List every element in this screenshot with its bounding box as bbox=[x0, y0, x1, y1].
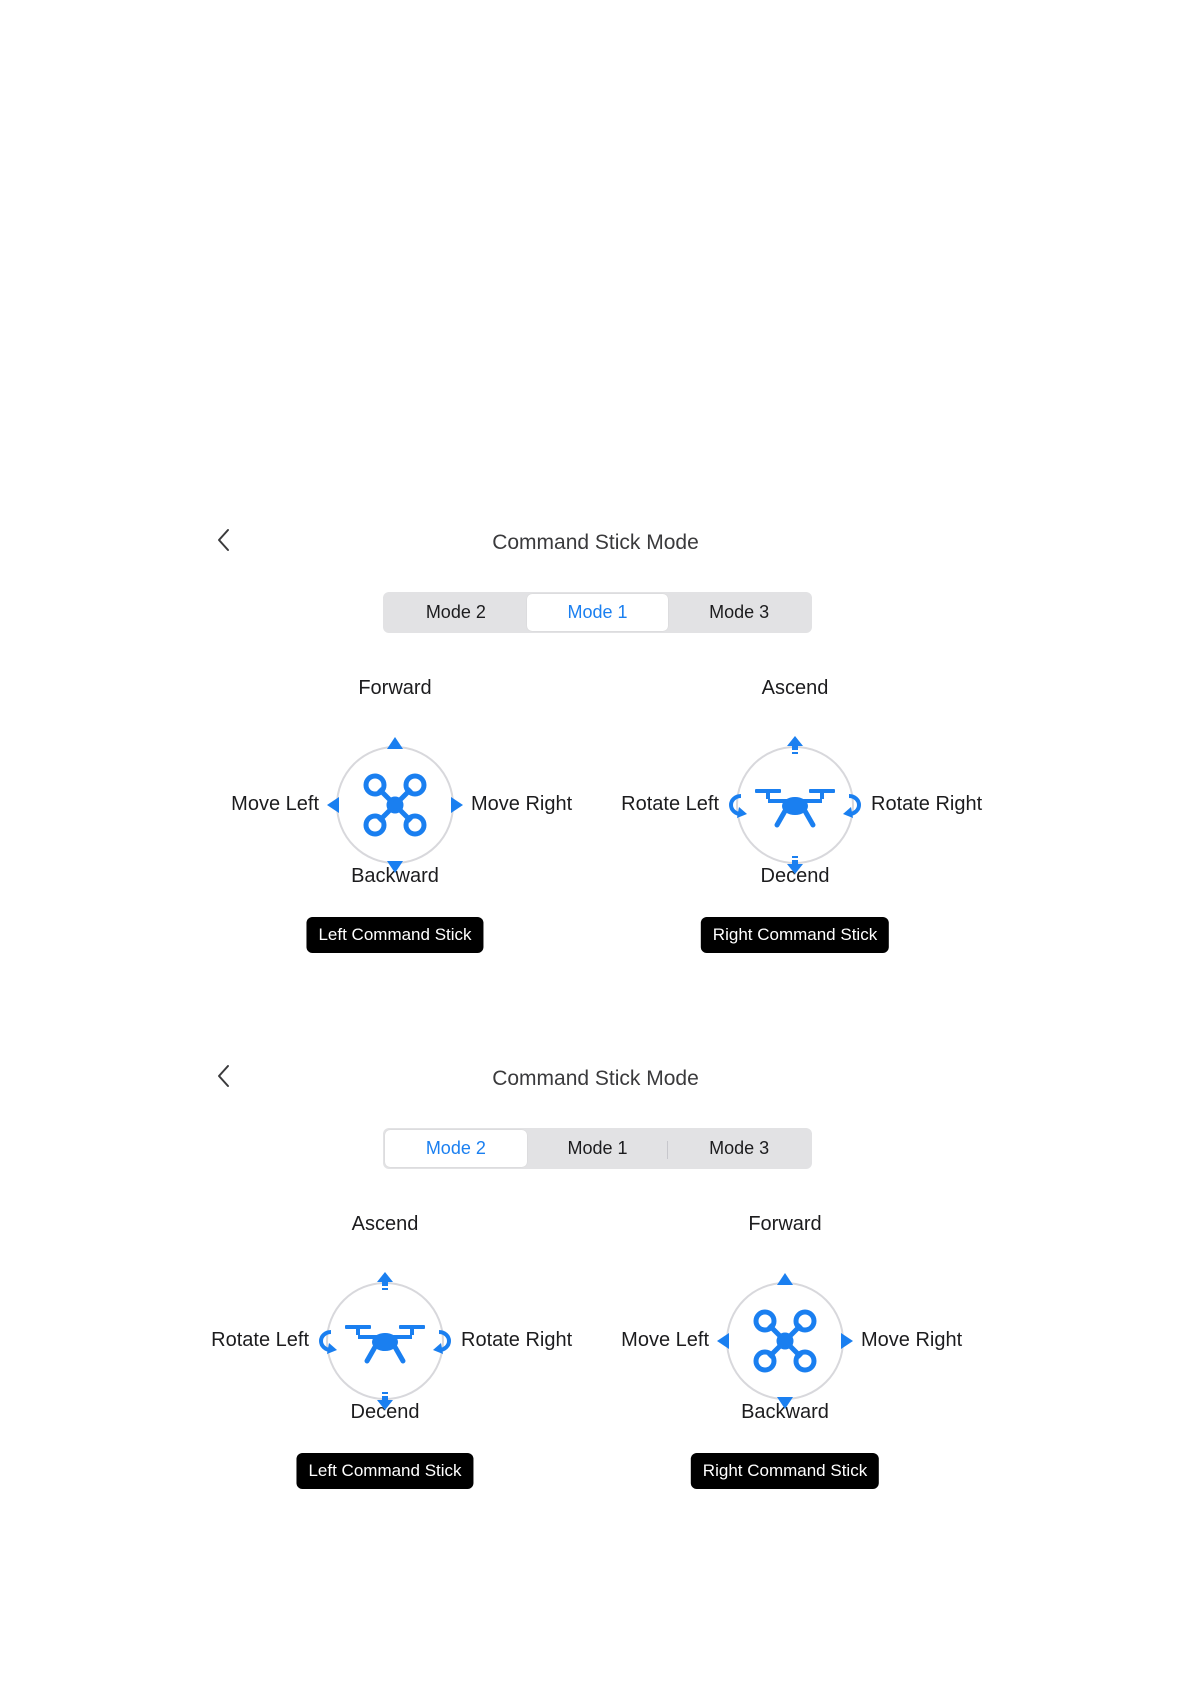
arrow-up-icon bbox=[777, 1273, 793, 1285]
arrow-down-icon bbox=[387, 861, 403, 873]
arrow-down-icon bbox=[777, 1397, 793, 1409]
stick-label-top: Ascend bbox=[351, 1213, 419, 1235]
segment-label: Mode 1 bbox=[567, 1138, 628, 1158]
ascend-arrow-icon bbox=[377, 1272, 393, 1290]
drone-top-view-icon bbox=[753, 1309, 817, 1373]
segment-label: Mode 3 bbox=[709, 1138, 770, 1158]
arrow-left-icon bbox=[327, 797, 339, 813]
stick-dial bbox=[717, 1273, 853, 1409]
arrow-right-icon bbox=[841, 1333, 853, 1349]
rotate-left-icon bbox=[729, 794, 747, 818]
stick-dial bbox=[319, 1272, 451, 1410]
stick-dial bbox=[327, 737, 463, 873]
arrow-right-icon bbox=[451, 797, 463, 813]
command-stick-mode-screen-1: Command Stick Mode Mode 2 Mode 1 Mode 3 … bbox=[0, 515, 1191, 995]
segment-label: Mode 2 bbox=[425, 602, 486, 622]
stick-label-top: Ascend bbox=[761, 677, 829, 699]
mode-segmented-control: Mode 2 Mode 1 Mode 3 bbox=[383, 1128, 812, 1169]
stick-label-bottom: Backward bbox=[741, 1401, 829, 1423]
left-command-stick-label: Left Command Stick bbox=[306, 917, 484, 953]
command-stick-mode-screen-2: Command Stick Mode Mode 2 Mode 1 Mode 3 … bbox=[0, 1051, 1191, 1531]
segment-mode-1[interactable]: Mode 1 bbox=[526, 594, 669, 631]
ascend-arrow-icon bbox=[787, 736, 803, 754]
right-stick-diagram: Forward Move Left Move Right Backward bbox=[605, 1211, 965, 1489]
stick-dial bbox=[729, 736, 861, 874]
drone-side-view-icon bbox=[755, 789, 835, 828]
segment-mode-3[interactable]: Mode 3 bbox=[668, 594, 810, 631]
page-title: Command Stick Mode bbox=[492, 1067, 699, 1090]
stick-label-bottom: Decend bbox=[760, 865, 830, 887]
rotate-right-icon bbox=[843, 794, 861, 818]
stick-label-right: Move Right bbox=[471, 793, 573, 815]
stick-label-left: Move Left bbox=[231, 793, 319, 815]
rotate-left-icon bbox=[319, 1330, 337, 1354]
right-command-stick-label: Right Command Stick bbox=[690, 1453, 880, 1489]
stick-label-bottom: Decend bbox=[350, 1401, 420, 1423]
segment-label: Mode 2 bbox=[425, 1138, 486, 1158]
stick-label-right: Rotate Right bbox=[461, 1329, 573, 1351]
stick-label-left: Move Left bbox=[621, 1329, 709, 1351]
right-command-stick-label: Right Command Stick bbox=[700, 917, 890, 953]
stick-label-left: Rotate Left bbox=[211, 1329, 309, 1351]
segment-mode-2[interactable]: Mode 2 bbox=[385, 594, 527, 631]
stick-label-right: Rotate Right bbox=[871, 793, 983, 815]
left-stick-diagram: Forward Move Left Move Right Backward bbox=[215, 675, 575, 953]
chevron-left-icon bbox=[218, 1065, 229, 1087]
segment-divider bbox=[667, 1141, 669, 1159]
drone-side-view-icon bbox=[345, 1325, 425, 1364]
rotate-right-icon bbox=[433, 1330, 451, 1354]
stick-label-left: Rotate Left bbox=[621, 793, 719, 815]
descend-arrow-icon bbox=[787, 856, 803, 874]
arrow-up-icon bbox=[387, 737, 403, 749]
chevron-left-icon bbox=[218, 529, 229, 551]
stick-label-bottom: Backward bbox=[351, 865, 439, 887]
back-button[interactable] bbox=[212, 527, 236, 553]
back-button[interactable] bbox=[212, 1063, 236, 1089]
stick-label-right: Move Right bbox=[861, 1329, 963, 1351]
stick-label-top: Forward bbox=[748, 1213, 822, 1235]
stick-label-top: Forward bbox=[358, 677, 432, 699]
segment-mode-3[interactable]: Mode 3 bbox=[668, 1130, 810, 1167]
page-title: Command Stick Mode bbox=[492, 531, 699, 554]
left-command-stick-label: Left Command Stick bbox=[296, 1453, 474, 1489]
segment-label: Mode 3 bbox=[709, 602, 770, 622]
segment-mode-1[interactable]: Mode 1 bbox=[527, 1130, 669, 1167]
left-stick-diagram: Ascend Rotate Left Rotate Right Decend bbox=[205, 1211, 572, 1489]
right-stick-diagram: Ascend Rotate Left Rotate Right Decend bbox=[615, 675, 982, 953]
mode-segmented-control: Mode 2 Mode 1 Mode 3 bbox=[383, 592, 812, 633]
arrow-left-icon bbox=[717, 1333, 729, 1349]
drone-top-view-icon bbox=[363, 773, 427, 837]
segment-label: Mode 1 bbox=[567, 602, 628, 622]
segment-mode-2[interactable]: Mode 2 bbox=[385, 1130, 527, 1167]
descend-arrow-icon bbox=[377, 1392, 393, 1410]
